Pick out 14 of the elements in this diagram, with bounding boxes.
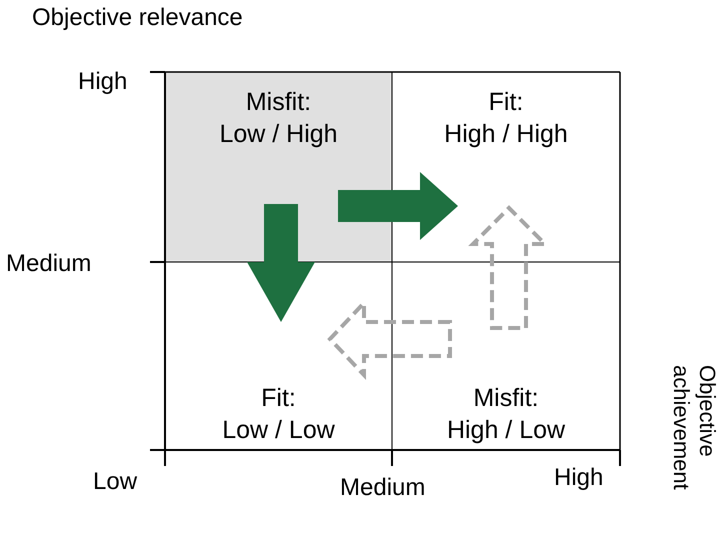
axis-title: Objective relevance bbox=[32, 4, 243, 32]
tick-label: Low bbox=[93, 468, 138, 496]
tick-label: Medium bbox=[6, 250, 92, 278]
quadrant-label: Misfit: High / Low bbox=[446, 383, 566, 446]
block-arrow bbox=[247, 204, 315, 322]
tick-label: High bbox=[554, 464, 604, 492]
quadrant-label: Misfit: Low / High bbox=[218, 87, 339, 150]
quadrant bbox=[165, 72, 392, 262]
axis-title: Objective achievement bbox=[668, 365, 720, 492]
quadrant-label: Fit: Low / Low bbox=[221, 383, 336, 446]
quadrant-label: Fit: High / High bbox=[443, 87, 569, 150]
tick-label: Medium bbox=[340, 474, 426, 502]
tick-label: High bbox=[78, 68, 128, 96]
block-arrow bbox=[338, 172, 458, 240]
